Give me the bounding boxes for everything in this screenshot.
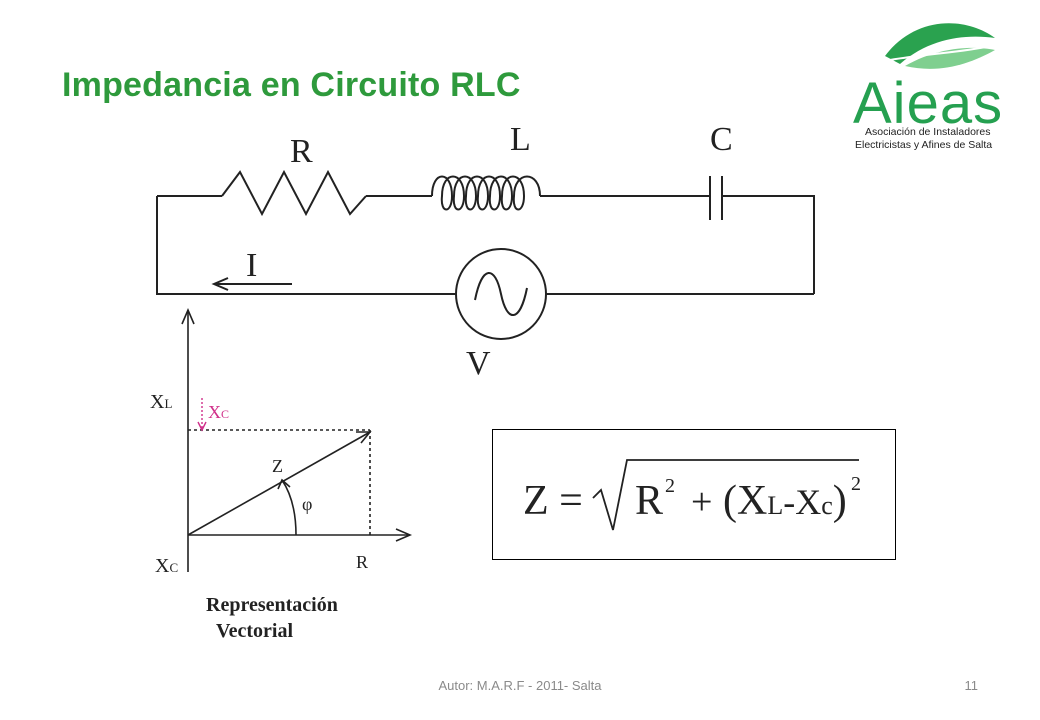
resistor: [221, 169, 367, 217]
xc-top-label: XC: [208, 402, 229, 422]
current-label: I: [246, 247, 257, 284]
logo-subtitle-line1: Asociación de Instaladores: [865, 126, 991, 138]
formula-expression: (XL-Xc): [723, 478, 847, 524]
impedance-formula-box: Z = R 2 + (XL-Xc) 2: [492, 429, 896, 560]
logo-subtitle-line2: Electricistas y Afines de Salta: [855, 139, 993, 151]
logo-wordmark: Aieas: [853, 71, 1004, 136]
voltage-label: V: [466, 345, 491, 382]
phi-label: φ: [302, 494, 312, 514]
inductor-label: L: [510, 121, 531, 158]
logo-subtitle: Asociación de Instaladores Electricistas…: [855, 126, 1035, 152]
phi-arrowhead: [277, 478, 291, 490]
sine-wave-icon: [474, 272, 528, 316]
phi-arc: [281, 479, 297, 536]
slide-title: Impedancia en Circuito RLC: [62, 66, 521, 104]
page-number: 11: [964, 678, 979, 693]
y-axis-arrowhead: [181, 307, 195, 325]
capacitor-label: C: [710, 121, 733, 158]
leaf-icon: [885, 23, 995, 69]
vector-caption: Representación Vectorial: [206, 592, 338, 644]
formula-lhs: Z =: [523, 478, 583, 524]
xc-vector: [197, 398, 207, 432]
xl-label: XL: [150, 391, 172, 413]
vector-caption-line1: Representación: [206, 594, 338, 616]
inductor: [431, 175, 541, 211]
r-axis-label: R: [356, 552, 368, 572]
x-axis-arrowhead: [395, 528, 413, 542]
aieas-logo: Aieas Asociación de Instaladores Electri…: [845, 16, 1030, 156]
z-label: Z: [272, 456, 283, 476]
xc-bottom-label: XC: [155, 555, 178, 577]
formula-r: R: [635, 478, 663, 524]
formula-close-exp: 2: [851, 473, 861, 495]
formula-r-exp: 2: [665, 475, 675, 497]
footer-author: Autor: M.A.R.F - 2011- Salta: [438, 678, 602, 693]
formula-plus: +: [691, 481, 712, 523]
resistor-label: R: [290, 133, 313, 170]
z-vector: [187, 431, 371, 536]
ac-source: [455, 248, 547, 340]
z-arrowhead: [356, 431, 372, 444]
impedance-formula: Z = R 2 + (XL-Xc) 2: [523, 459, 861, 531]
wire-c-right: [722, 195, 815, 294]
vector-diagram: [181, 307, 413, 572]
circuit-diagram: [156, 169, 815, 340]
vector-caption-line2: Vectorial: [216, 620, 294, 642]
wire-bottom-left: [156, 196, 456, 295]
sqrt-icon: [592, 459, 859, 531]
